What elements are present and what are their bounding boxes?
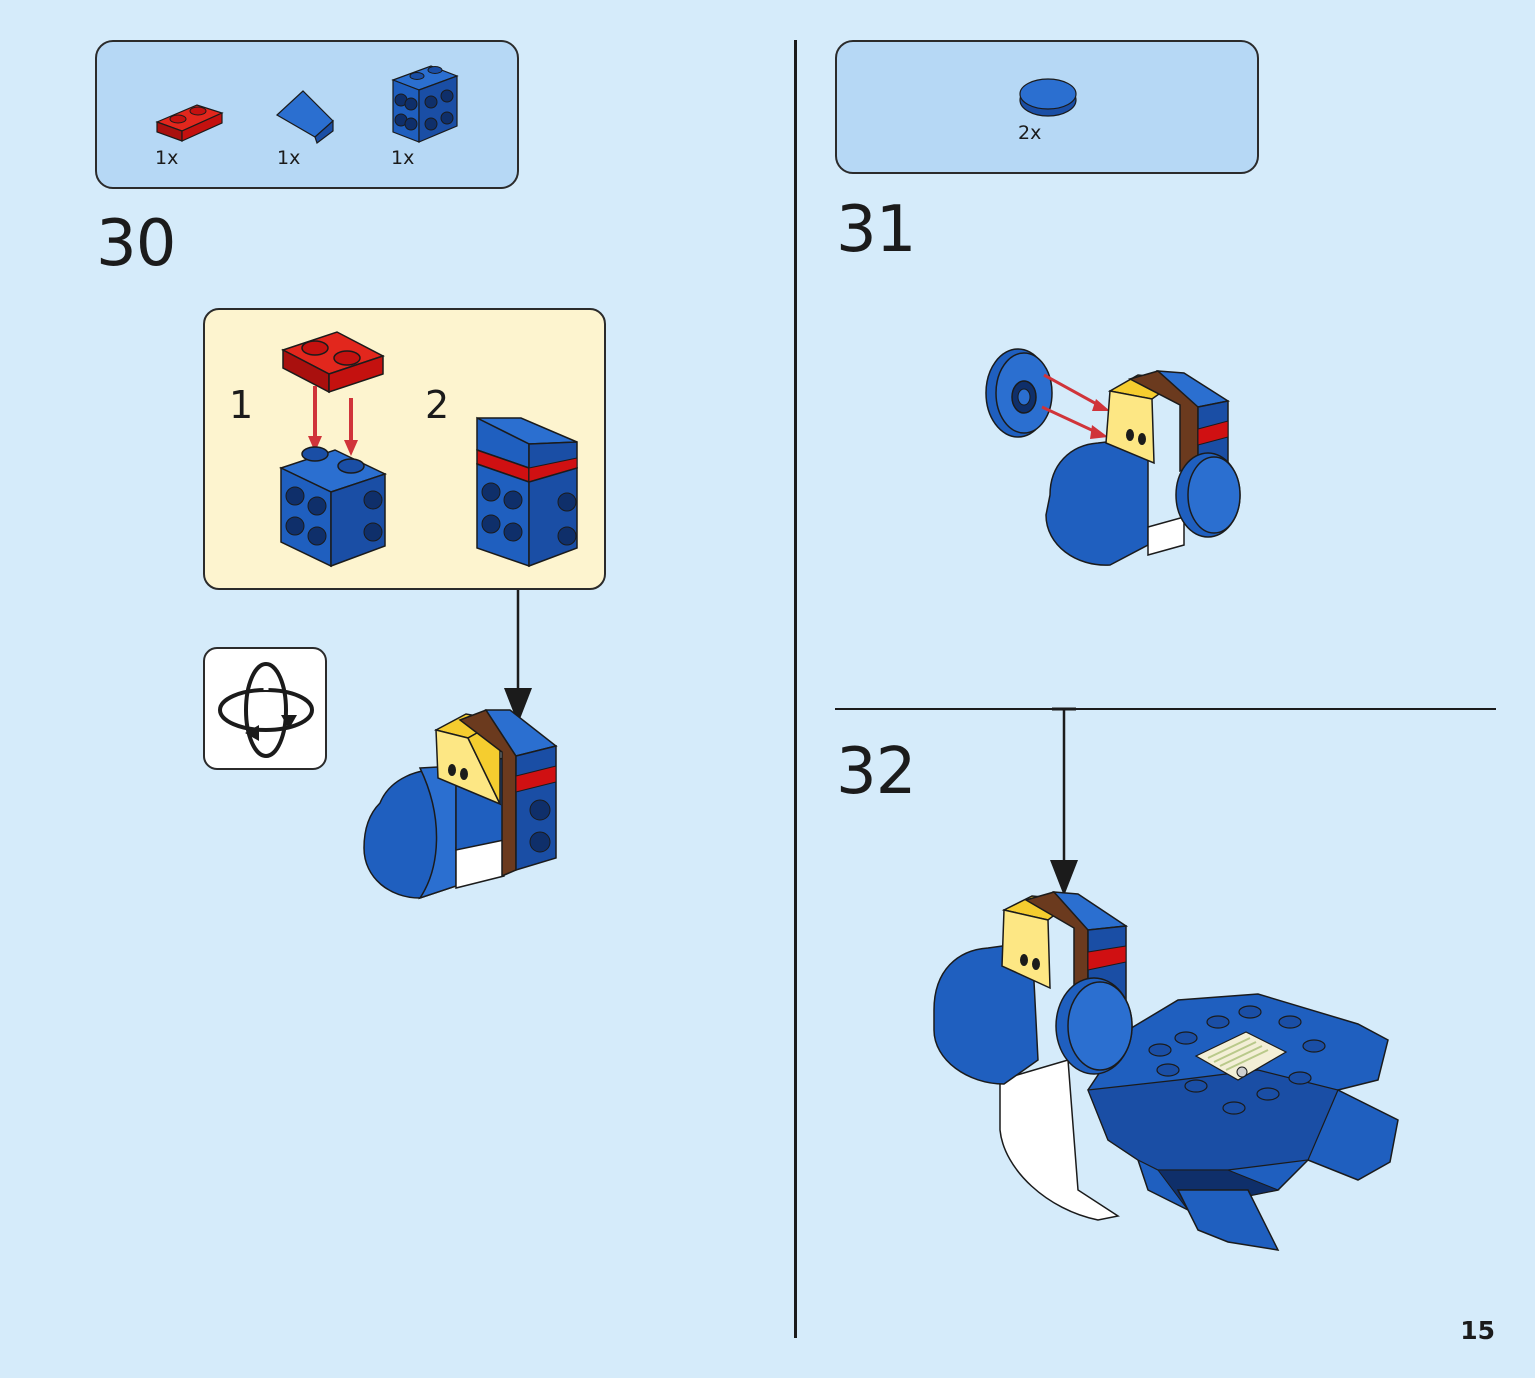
- rotate-model-box: [203, 647, 327, 770]
- red-plate-1x2-icon: [155, 104, 224, 142]
- connector-arrow: [1050, 707, 1078, 896]
- substep-1-illustration: [279, 331, 387, 568]
- step-30-model: [363, 709, 558, 900]
- part-qty: 1x: [277, 147, 301, 169]
- step-divider: [835, 708, 1496, 710]
- step-number: 32: [836, 735, 916, 809]
- page-divider: [794, 40, 797, 1338]
- part-qty: 1x: [155, 147, 179, 169]
- step-number: 30: [96, 207, 176, 281]
- part-qty: 1x: [391, 147, 415, 169]
- page-number: 15: [1460, 1316, 1495, 1345]
- substep-box: 1 2: [203, 308, 606, 590]
- substep-number: 2: [425, 383, 450, 427]
- parts-list-step-31: 2x: [835, 40, 1259, 174]
- blue-brick-studs-on-sides-icon: [391, 65, 459, 143]
- substep-number: 1: [229, 383, 254, 427]
- substep-2-illustration: [476, 416, 578, 568]
- step-number: 31: [836, 193, 916, 267]
- step-31-model: [985, 348, 1241, 566]
- step-32-model: [933, 891, 1399, 1251]
- part-qty: 2x: [1018, 122, 1042, 144]
- blue-slope-icon: [275, 90, 334, 144]
- connector-arrow: [504, 590, 532, 724]
- rotate-model-icon: [218, 662, 314, 758]
- parts-list-step-30: 1x 1x 1x: [95, 40, 519, 189]
- blue-round-tile-icon: [1019, 78, 1077, 117]
